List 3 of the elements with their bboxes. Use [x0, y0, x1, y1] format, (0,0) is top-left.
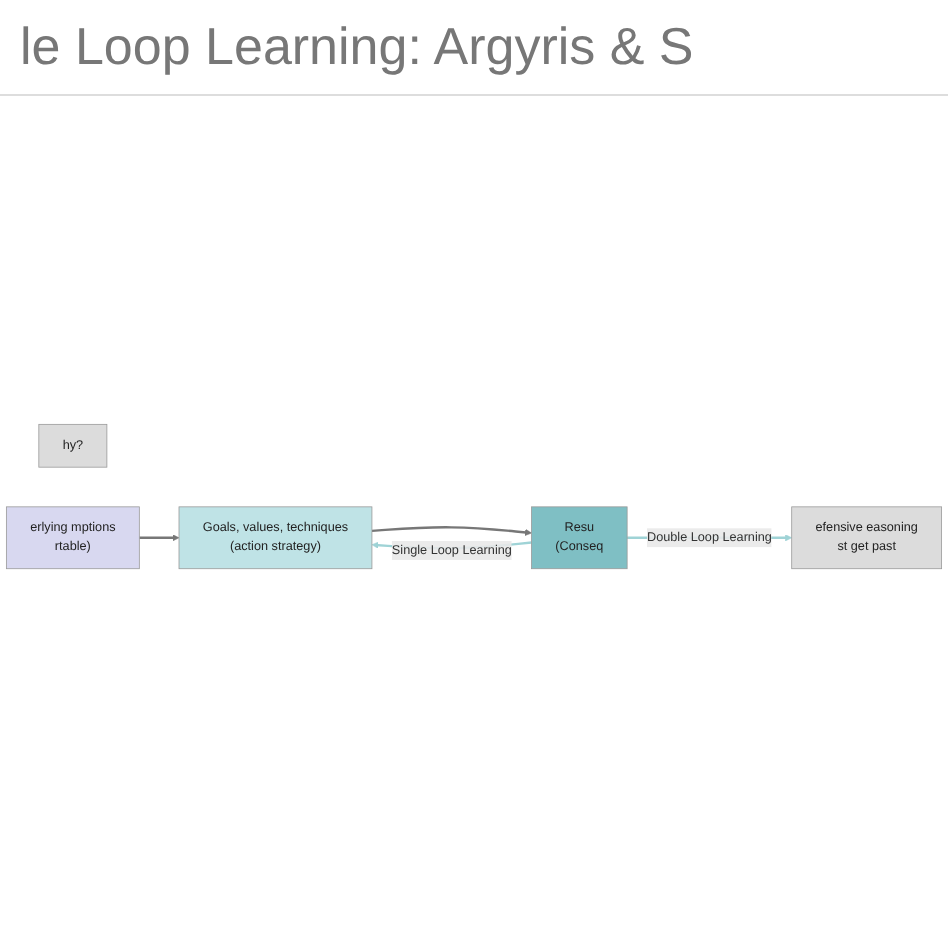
arrow: [371, 525, 532, 536]
title: le Loop Learning: Argyris & S: [0, 0, 948, 96]
arrow: [139, 533, 180, 541]
